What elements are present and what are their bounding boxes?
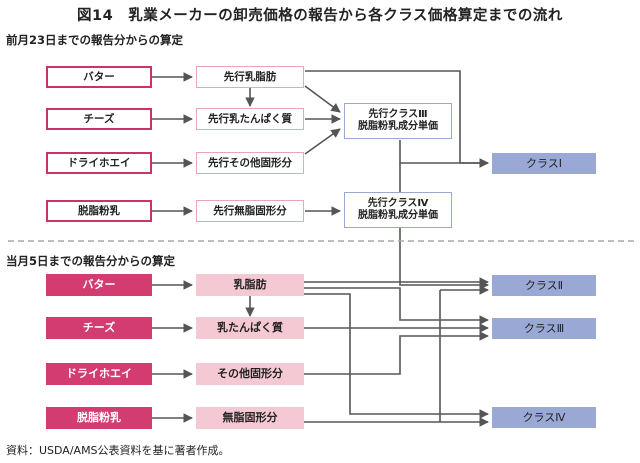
bottom-source-nonfat-dry-milk: 脱脂粉乳 [46, 407, 152, 429]
advanced-class-iii-label: 先行クラスⅢ [368, 109, 428, 120]
advanced-class-iii-skim-component-price: 先行クラスⅢ 脱脂粉乳成分単価 [344, 103, 452, 139]
class-ii-box: クラスⅡ [492, 275, 596, 296]
skim-component-price-label: 脱脂粉乳成分単価 [358, 121, 438, 132]
top-source-dry-whey: ドライホエイ [46, 152, 152, 174]
bottom-source-cheese: チーズ [46, 317, 152, 339]
bottom-component-other-solids: その他固形分 [196, 363, 304, 385]
bottom-source-dry-whey: ドライホエイ [46, 363, 152, 385]
bottom-component-nonfat-solids: 無脂固形分 [196, 407, 304, 429]
section-heading-previous-month: 前月23日までの報告分からの算定 [6, 33, 184, 47]
top-source-cheese: チーズ [46, 108, 152, 130]
diagram-title: 図14 乳業メーカーの卸売価格の報告から各クラス価格算定までの流れ [77, 8, 563, 24]
top-component-butterfat: 先行乳脂肪 [196, 66, 304, 88]
class-i-box: クラスⅠ [492, 153, 596, 174]
bottom-component-protein: 乳たんぱく質 [196, 317, 304, 339]
section-heading-current-month: 当月5日までの報告分からの算定 [6, 254, 175, 268]
top-component-nonfat-solids: 先行無脂固形分 [196, 200, 304, 222]
bottom-source-butter: バター [46, 274, 152, 296]
bottom-component-butterfat: 乳脂肪 [196, 274, 304, 296]
skim-component-price-label: 脱脂粉乳成分単価 [358, 210, 438, 221]
advanced-class-iv-skim-component-price: 先行クラスⅣ 脱脂粉乳成分単価 [344, 192, 452, 228]
top-component-other-solids: 先行その他固形分 [196, 152, 304, 174]
top-component-protein: 先行乳たんぱく質 [196, 108, 304, 130]
top-source-butter: バター [46, 66, 152, 88]
source-note: 資料：USDA/AMS公表資料を基に著者作成。 [6, 444, 230, 457]
class-iv-box: クラスⅣ [492, 407, 596, 428]
top-source-nonfat-dry-milk: 脱脂粉乳 [46, 200, 152, 222]
advanced-class-iv-label: 先行クラスⅣ [367, 198, 429, 209]
class-iii-box: クラスⅢ [492, 318, 596, 339]
